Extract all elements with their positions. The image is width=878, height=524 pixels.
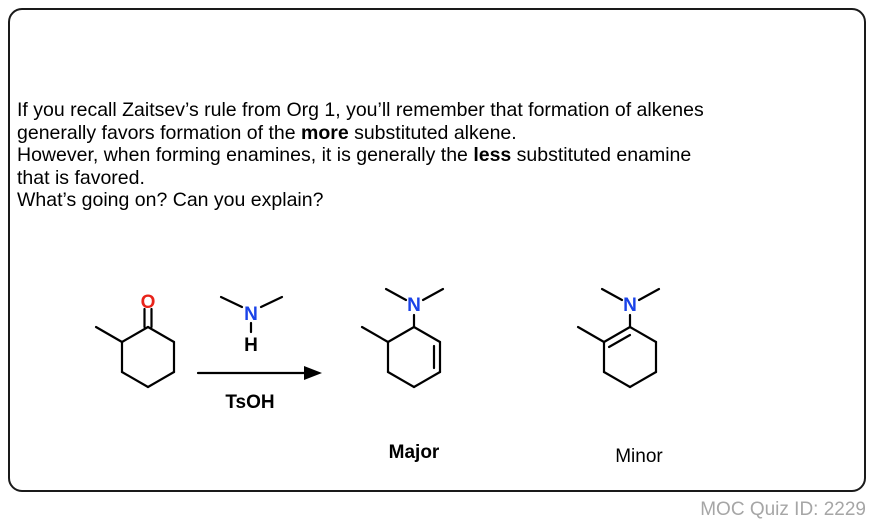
- starting-ketone: O: [94, 292, 176, 389]
- amine-methyl-bond-right: [259, 295, 284, 309]
- major-bond-c5-c4: [412, 370, 442, 389]
- major-methyl-bond: [360, 325, 390, 344]
- ketone-bond-c2-c3: [146, 325, 176, 344]
- hydrogen-atom: H: [244, 335, 258, 356]
- major-label: Major: [389, 442, 440, 463]
- arrow-head: [304, 366, 322, 380]
- ketone-bond-c5-c6: [120, 370, 150, 389]
- oxygen-atom: O: [141, 292, 156, 313]
- amine-methyl-bond-left: [219, 295, 244, 309]
- minor-nitrogen-atom: N: [623, 295, 637, 316]
- minor-label: Minor: [615, 446, 663, 467]
- major-bond-c4-c3: [386, 370, 416, 389]
- minor-bond-c5-c4: [628, 370, 658, 389]
- ketone-methyl-bond: [94, 325, 124, 344]
- reaction-arrow: [196, 366, 322, 380]
- minor-double-bond-inner: [607, 333, 632, 349]
- minor-bond-c2-c1: [602, 325, 632, 344]
- minor-n-methyl-right: [637, 287, 661, 302]
- major-nitrogen-atom: N: [407, 295, 421, 316]
- quiz-id-footer: MOC Quiz ID: 2229: [700, 499, 866, 520]
- card-frame: [8, 8, 866, 492]
- minor-enamine: N: [576, 287, 661, 389]
- question-line-3: However, when forming enamines, it is ge…: [17, 144, 692, 166]
- major-bond-c1-c6: [412, 325, 442, 344]
- reagent-tsoh-label: TsOH: [225, 392, 274, 413]
- minor-methyl-bond: [576, 325, 606, 344]
- minor-n-methyl-left: [600, 287, 624, 302]
- question-line-1: If you recall Zaitsev’s rule from Org 1,…: [17, 99, 704, 121]
- question-text: If you recall Zaitsev’s rule from Org 1,…: [17, 99, 857, 212]
- major-n-methyl-left: [384, 287, 408, 302]
- major-n-methyl-right: [421, 287, 445, 302]
- major-bond-c2-c1: [386, 325, 416, 344]
- nitrogen-atom: N: [244, 304, 258, 325]
- question-line-4: that is favored.: [17, 166, 145, 189]
- question-line-2: generally favors formation of the more s…: [17, 121, 517, 144]
- ketone-bond-c1-c2: [120, 325, 150, 344]
- minor-bond-c4-c3: [602, 370, 632, 389]
- question-line-5: What’s going on? Can you explain?: [17, 189, 324, 211]
- reagent-dimethylamine: N H: [219, 295, 284, 356]
- ketone-bond-c4-c5: [146, 370, 176, 389]
- major-enamine: N: [360, 287, 445, 389]
- emphasis-less: less: [473, 144, 512, 166]
- minor-bond-c1-c6: [628, 325, 658, 344]
- emphasis-more: more: [300, 121, 349, 144]
